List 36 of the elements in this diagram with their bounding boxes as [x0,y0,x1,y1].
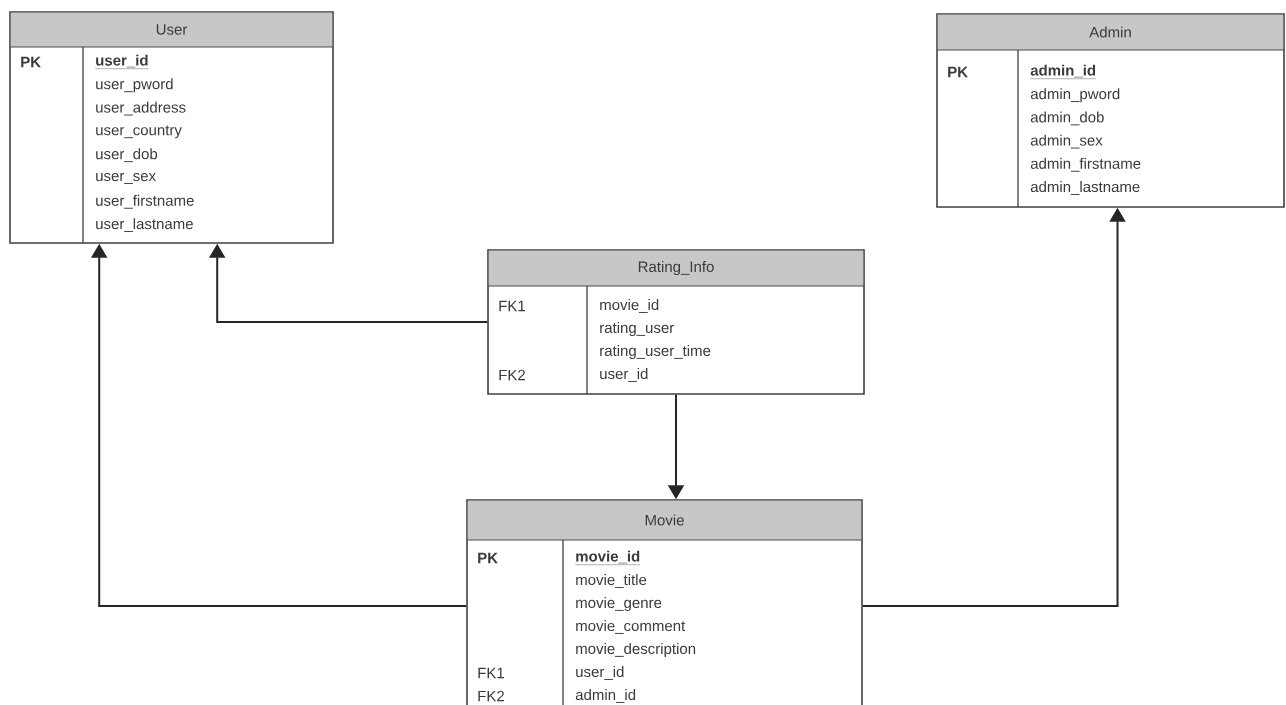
field-label: rating_user [600,322,674,336]
entity-table: Movie PK FK1 FK2 movie_id movie_title movie_genre movie_comment movie_description user_id admin_id [466,499,863,705]
field-label: user_pword [96,78,173,93]
key-label: FK1 [499,300,525,312]
field-label: admin_lastname [1030,181,1140,195]
field-label: admin_dob [1030,111,1104,126]
key-label: FK2 [499,369,525,381]
key-label: PK [21,56,41,68]
field-label: movie_comment [576,620,686,634]
field-label: movie_title [576,574,647,588]
key-label: FK1 [478,667,504,679]
field-label: movie_description [576,643,696,657]
primary-key-field: user_id [95,54,149,69]
field-label: user_dob [96,148,158,163]
field-label: admin_id [575,689,636,703]
field-label: rating_user_time [600,345,711,359]
field-label: user_country [96,125,182,139]
field-label: movie_genre [576,597,662,611]
entity-table: Rating_Info FK1 FK2 movie_id rating_user rating_user_time user_id [487,249,865,395]
key-label: PK [948,66,968,78]
field-label: movie_id [600,299,659,313]
field-label: user_id [600,368,648,382]
key-label: FK2 [478,690,504,702]
field-label: user_firstname [96,194,194,209]
field-label: admin_sex [1030,134,1103,149]
field-label: admin_pword [1030,88,1120,103]
primary-key-field: movie_id [575,550,641,565]
primary-key-field: admin_id [1030,64,1097,79]
field-label: user_id [576,666,624,680]
field-label: user_sex [96,173,156,184]
key-label: PK [478,552,498,564]
entity-table: Admin PK admin_id admin_pword admin_dob admin_sex admin_firstname admin_lastname [936,13,1285,208]
field-label: user_lastname [96,218,193,232]
field-label: admin_firstname [1030,157,1141,172]
entity-table: User PK user_id user_pword user_address user_country user_dob user_sex user_firstname user_lastname [9,11,334,244]
field-label: user_address [96,101,186,116]
